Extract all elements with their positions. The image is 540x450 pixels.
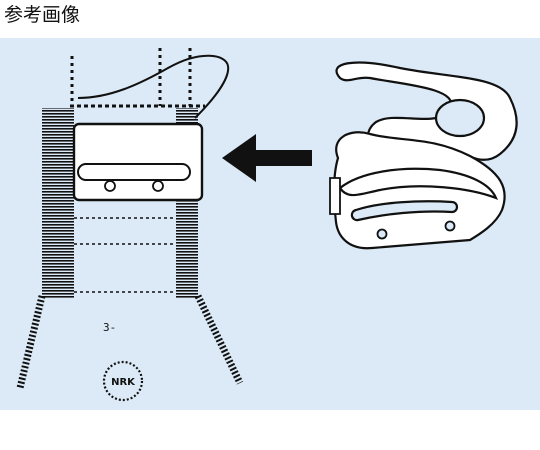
detached-clip	[329, 61, 518, 250]
svg-text:3-: 3-	[103, 321, 116, 334]
bottle-stamp-label: NRK	[111, 377, 136, 388]
reference-illustration: 3- NRK	[0, 38, 540, 410]
bottle-illustration: 3- NRK	[16, 48, 244, 402]
direction-arrow	[222, 134, 312, 182]
illustration-svg: 3- NRK	[16, 48, 518, 402]
reference-image-heading: 参考画像	[4, 4, 81, 26]
mounted-clip	[72, 122, 204, 202]
